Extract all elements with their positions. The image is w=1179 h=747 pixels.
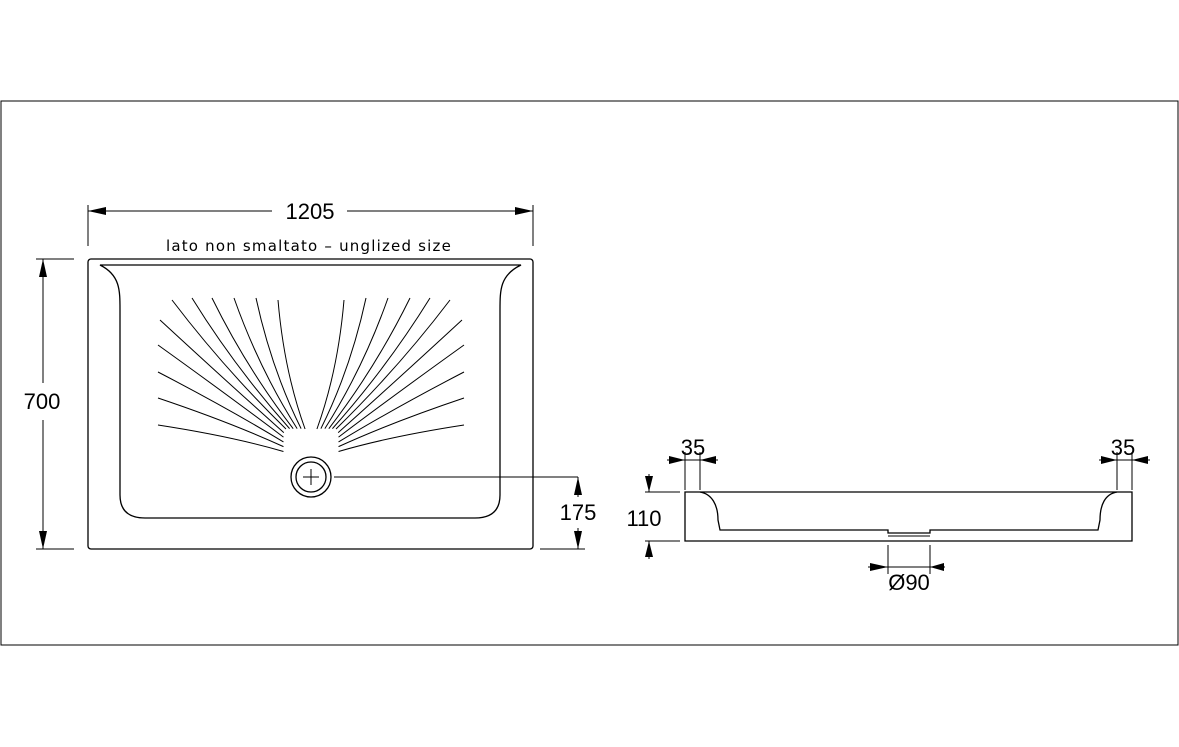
drainage-groove (335, 299, 451, 430)
height-dim-text: 110 (626, 506, 661, 531)
left-rim-dim-text: 35 (681, 435, 705, 460)
drainage-groove (320, 297, 367, 429)
drainage-groove (157, 397, 284, 448)
height-arrow-bottom (645, 541, 653, 557)
depth-arrow-top (39, 259, 47, 277)
drainage-groove (316, 299, 345, 430)
plan-view: 1205 lato non smaltato – unglized size 7… (24, 199, 597, 550)
drainage-groove (157, 344, 284, 438)
drainage-groove (233, 297, 298, 429)
offset-arrow-bottom (574, 531, 582, 549)
depth-arrow-bottom (39, 531, 47, 549)
drain-dia-arrow-2 (930, 563, 944, 571)
drawing-frame (0, 100, 1179, 646)
drain-inner-ring (295, 461, 327, 493)
drainage-groove (332, 297, 431, 429)
drainage-groove (157, 371, 284, 443)
drainage-groove (337, 319, 463, 433)
unglazed-note: lato non smaltato – unglized size (166, 237, 452, 255)
drainage-groove (338, 371, 465, 443)
drainage-groove (338, 424, 465, 452)
width-arrow-left (88, 207, 106, 215)
height-arrow-top (645, 476, 653, 492)
drainage-grooves (157, 297, 465, 452)
section-view: 110 35 35 Ø90 (626, 435, 1150, 595)
right-rim-arrow-1 (1101, 456, 1117, 464)
section-basin-profile (699, 491, 1118, 534)
drainage-groove (157, 424, 284, 452)
basin-outline (99, 264, 522, 519)
drainage-groove (159, 319, 285, 433)
width-dim-text: 1205 (286, 199, 335, 224)
offset-dim-text: 175 (560, 500, 597, 525)
drainage-groove (191, 297, 290, 429)
drainage-groove (171, 299, 287, 430)
tray-outline (87, 258, 534, 550)
offset-arrow-top (574, 477, 582, 495)
right-rim-arrow-2 (1132, 456, 1148, 464)
drainage-groove (255, 297, 302, 429)
drainage-groove (211, 297, 294, 429)
drain-outer-ring (290, 456, 332, 498)
width-arrow-right (515, 207, 533, 215)
drainage-groove (338, 397, 465, 448)
left-rim-arrow-2 (700, 456, 716, 464)
depth-dim-text: 700 (24, 389, 61, 414)
section-outline (684, 491, 1133, 542)
drainage-groove (277, 299, 306, 430)
drainage-groove (324, 297, 389, 429)
right-rim-dim-text: 35 (1111, 435, 1135, 460)
drain-dia-dim-text: Ø90 (888, 570, 930, 595)
drainage-groove (328, 297, 411, 429)
left-rim-arrow-1 (669, 456, 685, 464)
drain-dia-arrow-1 (870, 563, 888, 571)
drainage-groove (338, 344, 465, 438)
